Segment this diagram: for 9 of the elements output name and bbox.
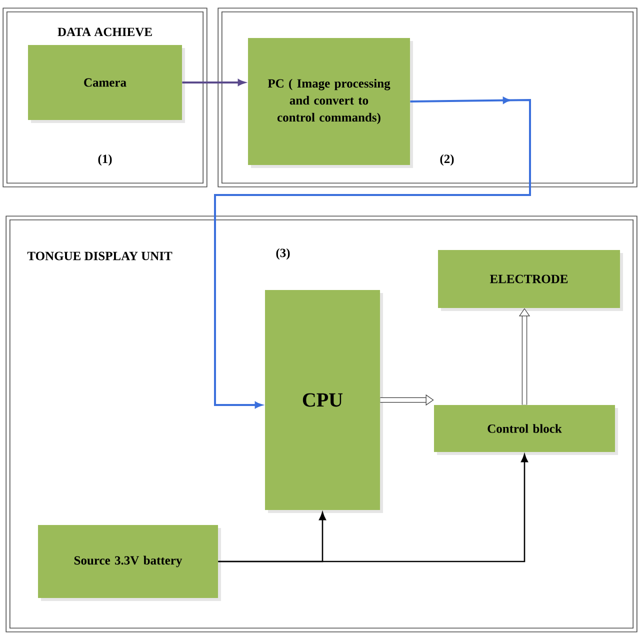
process-box: Camera (28, 45, 185, 123)
process-box: Source 3.3V battery (38, 525, 221, 601)
process-box: PC ( Image processing and convert to control commands) (248, 38, 413, 168)
arrow (182, 79, 245, 86)
arrow (214, 97, 531, 408)
process-box: ELECTRODE (438, 250, 623, 311)
process-box: CPU (265, 290, 383, 513)
process-box: Control block (434, 405, 618, 455)
arrow (218, 454, 528, 562)
